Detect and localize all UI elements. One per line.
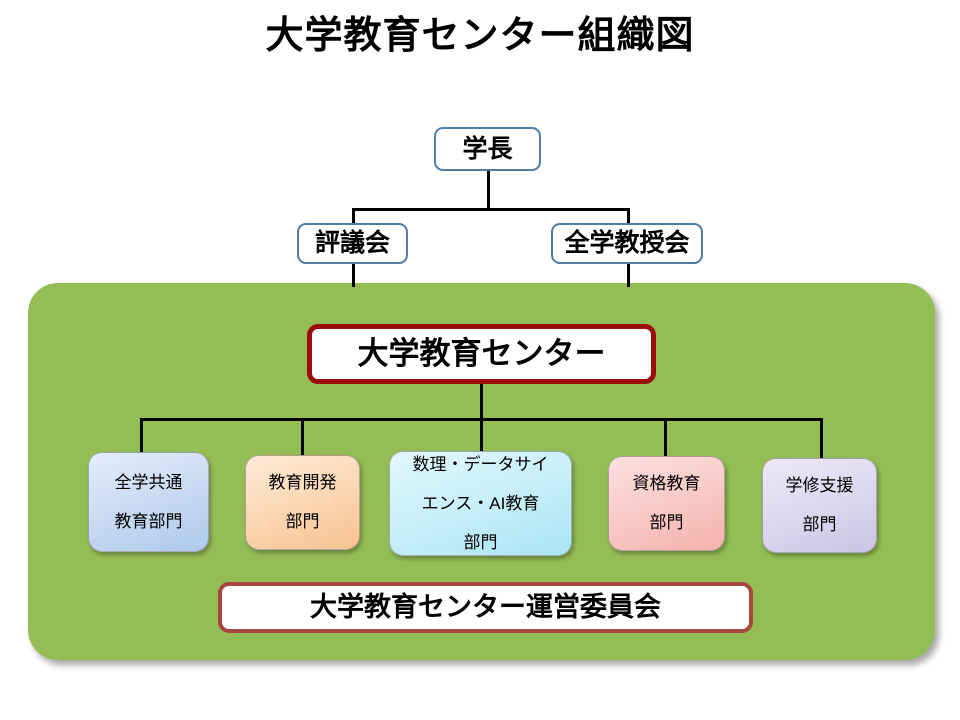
dept-line-1: 資格教育 [632,474,701,494]
connector-faculty-assembly-to-panel [627,263,630,287]
node-department-certification-education-label: 資格教育 部門 [633,474,701,533]
connector-dept-2-drop [301,418,304,456]
node-steering-committee-label: 大学教育センター運営委員会 [310,591,661,622]
connector-dept-3-drop [480,418,483,452]
connector-council-drop [352,208,355,224]
dept-line-1: 数理・データサイ [412,454,549,474]
node-faculty-assembly-label: 全学教授会 [564,229,690,258]
connector-dept-4-drop [664,418,667,456]
node-department-education-development[interactable]: 教育開発 部門 [245,455,360,550]
dept-line-2: 部門 [285,512,320,532]
page-title: 大学教育センター組織図 [265,15,695,57]
node-steering-committee[interactable]: 大学教育センター運営委員会 [218,582,753,633]
node-president-label: 学長 [462,134,513,163]
node-department-math-data-science-ai-label: 数理・データサイ エンス・AI教育 部門 [413,455,549,553]
node-council[interactable]: 評議会 [297,223,408,264]
node-department-education-development-label: 教育開発 部門 [269,473,337,532]
dept-line-1: 教育開発 [268,473,337,493]
connector-councils-bar [352,208,630,211]
dept-line-1: 学修支援 [785,476,854,496]
node-center-label: 大学教育センター [357,336,606,372]
node-department-common-education-label: 全学共通 教育部門 [115,473,183,532]
dept-line-1: 全学共通 [114,472,183,492]
node-department-learning-support[interactable]: 学修支援 部門 [762,458,877,553]
dept-line-3: 部門 [463,532,498,552]
dept-line-2: エンス・AI教育 [421,493,540,513]
dept-line-2: 部門 [649,513,684,533]
node-department-common-education[interactable]: 全学共通 教育部門 [88,452,209,552]
node-council-label: 評議会 [314,229,390,258]
connector-dept-5-drop [820,418,823,458]
dept-line-2: 部門 [802,515,837,535]
node-department-learning-support-label: 学修支援 部門 [786,476,854,535]
connector-council-to-panel [352,263,355,287]
connector-president-down [487,170,490,210]
node-department-certification-education[interactable]: 資格教育 部門 [608,456,725,551]
connector-dept-1-drop [140,418,143,454]
node-department-math-data-science-ai[interactable]: 数理・データサイ エンス・AI教育 部門 [389,451,572,556]
node-university-education-center[interactable]: 大学教育センター [307,324,656,384]
dept-line-2: 教育部門 [114,511,183,531]
connector-center-down [480,383,483,420]
node-president[interactable]: 学長 [434,127,541,171]
node-faculty-assembly[interactable]: 全学教授会 [551,223,703,264]
connector-faculty-assembly-drop [627,208,630,224]
